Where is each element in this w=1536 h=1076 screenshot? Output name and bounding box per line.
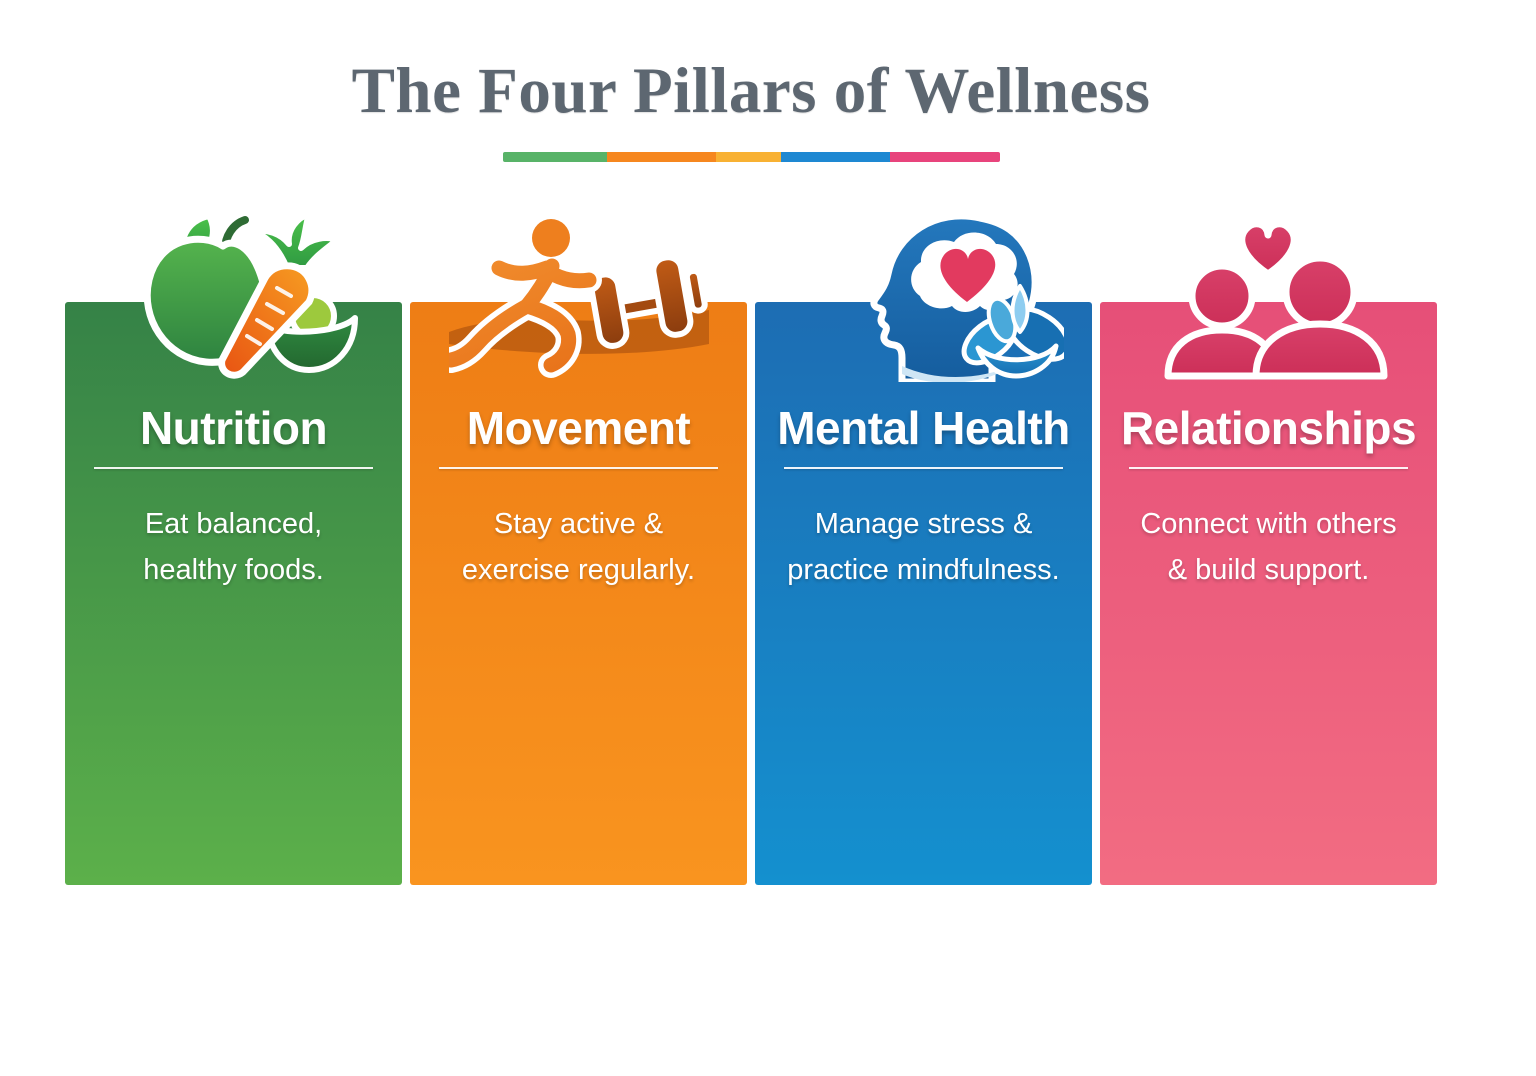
divider-segment	[502, 152, 607, 162]
pillar-relationships-rule	[1129, 466, 1408, 469]
apple-carrot-bowl-icon	[143, 211, 358, 379]
pillar-movement-background	[410, 302, 747, 885]
pillar-nutrition-description: Eat balanced, healthy foods.	[143, 507, 324, 587]
pillar-movement-title: Movement	[466, 402, 691, 454]
pillar-nutrition-rule	[94, 466, 373, 469]
title-divider	[502, 152, 1000, 162]
pillar-mental-health-background	[755, 302, 1092, 885]
head-heart-lotus-icon	[869, 212, 1064, 382]
runner-dumbbell-icon	[448, 213, 709, 378]
page-title: The Four Pillars of Wellness	[351, 55, 1151, 127]
pillar-mental-health-description: Manage stress & practice mindfulness.	[787, 507, 1060, 587]
pillar-mental-health: Mental Health Manage stress & practice m…	[755, 210, 1092, 885]
pillar-nutrition: Nutrition Eat balanced, healthy foods.	[65, 210, 402, 885]
divider-segment	[890, 152, 1000, 162]
pillar-movement-rule	[439, 466, 718, 469]
divider-segment	[780, 152, 891, 162]
pillar-mental-health-rule	[784, 466, 1063, 469]
pillars-row: Nutrition Eat balanced, healthy foods.	[65, 210, 1437, 885]
infographic-header: The Four Pillars of Wellness	[65, 52, 1437, 162]
pillar-movement-description: Stay active & exercise regularly.	[461, 507, 696, 587]
divider-segment	[716, 152, 781, 162]
pillar-nutrition-background	[65, 302, 402, 885]
divider-segment	[606, 152, 717, 162]
pillar-movement: Movement Stay active & exercise regularl…	[410, 210, 747, 885]
pillar-relationships: Relationships Connect with others & buil…	[1100, 210, 1437, 885]
pillar-relationships-description: Connect with others & build support.	[1140, 507, 1397, 587]
pillar-relationships-background	[1100, 302, 1437, 885]
pillar-nutrition-title: Nutrition	[139, 402, 328, 454]
pillar-relationships-title: Relationships	[1120, 402, 1417, 454]
pillar-mental-health-title: Mental Health	[777, 402, 1070, 454]
people-heart-icon	[1164, 220, 1387, 380]
